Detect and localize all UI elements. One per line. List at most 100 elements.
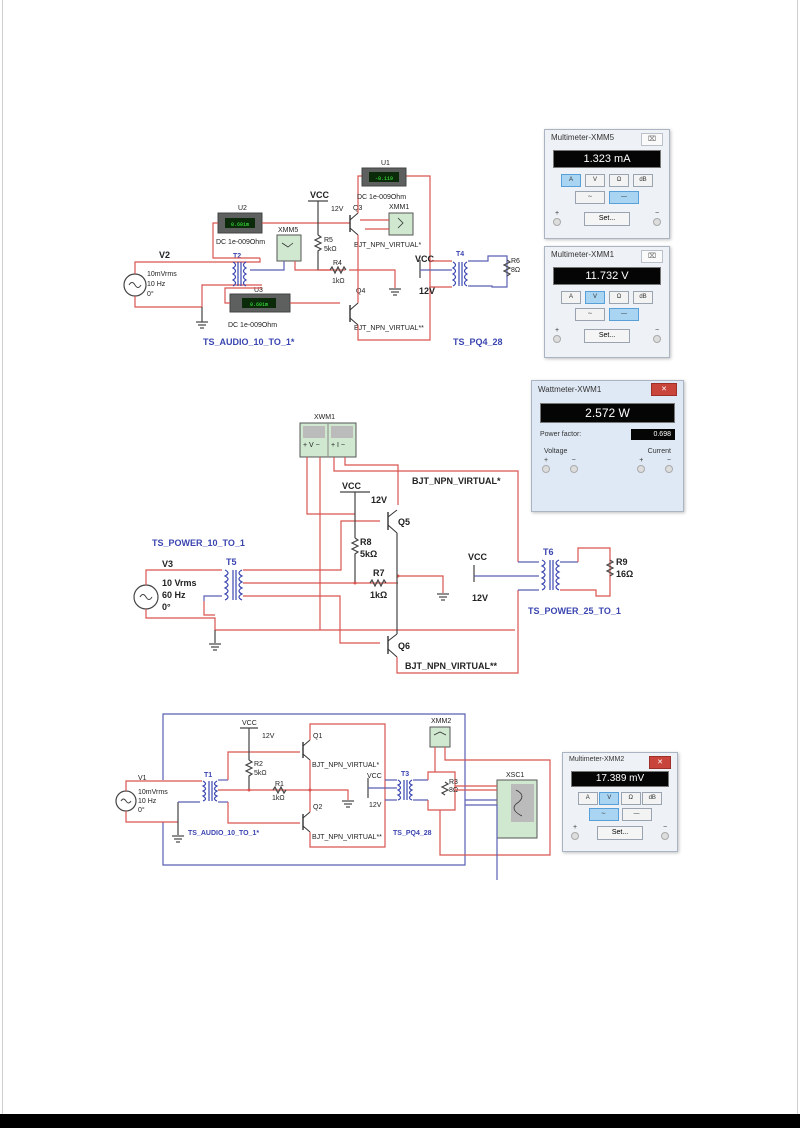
vcc-label-6: VCC bbox=[367, 773, 382, 780]
oscilloscope-xsc1-symbol[interactable] bbox=[496, 779, 538, 839]
mode-voltmeter-button[interactable]: V bbox=[599, 792, 620, 805]
vcc-label-5: VCC bbox=[242, 720, 257, 727]
transformer-t5[interactable] bbox=[223, 569, 244, 601]
wattmeter-xwm1-symbol[interactable] bbox=[299, 422, 357, 458]
transformer-t3[interactable] bbox=[396, 779, 414, 801]
transformer-t2[interactable] bbox=[231, 261, 248, 287]
ac-mode-button[interactable]: ∼ bbox=[588, 808, 619, 821]
r4-label: R4 bbox=[333, 260, 342, 267]
u3-spec: DC 1e-009Ohm bbox=[228, 322, 277, 329]
resistor-r6[interactable] bbox=[502, 259, 512, 277]
mode-db-button[interactable]: dB bbox=[642, 792, 663, 805]
mode-ammeter-button[interactable]: A bbox=[561, 174, 581, 187]
resistor-r4[interactable] bbox=[329, 265, 347, 275]
close-button[interactable]: ⌧ bbox=[641, 133, 663, 146]
v3-frequency: 60 Hz bbox=[162, 590, 186, 600]
voltage-label: Voltage bbox=[544, 448, 568, 455]
v1-phase: 0° bbox=[138, 806, 145, 814]
transformer-t6[interactable] bbox=[540, 559, 561, 591]
circuit-3: V1 10mVrms 10 Hz 0° T1 TS_AUDIO_10_TO_1*… bbox=[115, 713, 551, 880]
mode-ohmmeter-button[interactable]: Ω bbox=[609, 291, 629, 304]
v3-amplitude: 10 Vrms bbox=[162, 578, 197, 588]
close-button[interactable]: ✕ bbox=[649, 756, 671, 769]
current-negative-terminal[interactable]: − bbox=[664, 457, 673, 473]
negative-terminal[interactable]: − bbox=[653, 327, 661, 343]
transformer-t1[interactable] bbox=[201, 780, 219, 802]
resistor-r7[interactable] bbox=[369, 578, 387, 588]
mode-voltmeter-button[interactable]: V bbox=[585, 174, 605, 187]
multimeter-xmm2-symbol[interactable] bbox=[429, 726, 451, 748]
mode-ohmmeter-button[interactable]: Ω bbox=[609, 174, 629, 187]
page-edge-right bbox=[797, 0, 798, 1114]
multimeter-xmm1-window[interactable]: Multimeter-XMM1 ⌧ 11.732 V A V Ω dB ∼ — … bbox=[544, 246, 670, 358]
ac-source-v2[interactable] bbox=[123, 273, 147, 297]
v1-amplitude: 10mVrms bbox=[138, 789, 168, 796]
negative-terminal[interactable]: − bbox=[653, 210, 661, 226]
r5-value: 5kΩ bbox=[324, 246, 337, 253]
dc-mode-button[interactable]: — bbox=[621, 808, 652, 821]
transformer-t4[interactable] bbox=[451, 261, 469, 287]
mode-db-button[interactable]: dB bbox=[633, 174, 653, 187]
voltage-negative-terminal[interactable]: − bbox=[569, 457, 578, 473]
current-positive-terminal[interactable]: + bbox=[637, 457, 646, 473]
r1-label: R1 bbox=[275, 781, 284, 788]
multimeter-xmm2-window[interactable]: Multimeter-XMM2 ✕ 17.389 mV A V Ω dB ∼ —… bbox=[562, 752, 678, 852]
resistor-r1[interactable] bbox=[272, 785, 287, 795]
close-button[interactable]: ✕ bbox=[651, 383, 677, 396]
transistor-q1[interactable] bbox=[302, 739, 311, 761]
transistor-q3[interactable] bbox=[349, 212, 359, 236]
vcc-label-4: VCC bbox=[468, 552, 488, 562]
resistor-r3[interactable] bbox=[440, 781, 450, 796]
multimeter-xmm5-window[interactable]: Multimeter-XMM5 ⌧ 1.323 mA A V Ω dB ∼ — … bbox=[544, 129, 670, 239]
vcc-value-6: 12V bbox=[369, 802, 382, 809]
xwm1-v-terminals: + V − bbox=[303, 442, 320, 449]
q6-label: Q6 bbox=[398, 641, 410, 651]
t4-label: T4 bbox=[456, 251, 464, 258]
q6-model: BJT_NPN_VIRTUAL** bbox=[405, 661, 498, 671]
mode-ammeter-button[interactable]: A bbox=[577, 792, 598, 805]
u1-reading: -0.119 bbox=[375, 176, 393, 182]
resistor-r8[interactable] bbox=[350, 537, 360, 583]
settings-button[interactable]: Set... bbox=[584, 329, 630, 343]
ammeter-u1[interactable] bbox=[361, 167, 407, 187]
mode-ohmmeter-button[interactable]: Ω bbox=[620, 792, 641, 805]
settings-button[interactable]: Set... bbox=[584, 212, 630, 226]
circuit-2: V3 10 Vrms 60 Hz 0° TS_POWER_10_TO_1 T5 … bbox=[133, 414, 633, 674]
multimeter-xmm5-symbol[interactable] bbox=[276, 234, 302, 262]
positive-terminal[interactable]: + bbox=[553, 210, 561, 226]
resistor-r2[interactable] bbox=[244, 759, 254, 790]
meter-reading: 1.323 mA bbox=[553, 150, 661, 168]
negative-terminal[interactable]: − bbox=[661, 824, 669, 840]
ac-source-v1[interactable] bbox=[115, 790, 137, 812]
ground-icon bbox=[436, 593, 450, 601]
resistor-r5[interactable] bbox=[313, 234, 323, 270]
u2-spec: DC 1e-009Ohm bbox=[216, 239, 265, 246]
voltage-positive-terminal[interactable]: + bbox=[542, 457, 550, 473]
vcc-label-3: VCC bbox=[342, 481, 362, 491]
transistor-q5[interactable] bbox=[387, 509, 398, 534]
multimeter-xmm1-symbol[interactable] bbox=[388, 212, 414, 236]
transistor-q6[interactable] bbox=[387, 633, 398, 658]
mode-ammeter-button[interactable]: A bbox=[561, 291, 581, 304]
t6-model: TS_POWER_25_TO_1 bbox=[528, 606, 621, 616]
dc-mode-button[interactable]: — bbox=[609, 308, 639, 321]
ac-mode-button[interactable]: ∼ bbox=[575, 191, 605, 204]
wattmeter-xwm1-window[interactable]: Wattmeter-XWM1 ✕ 2.572 W Power factor: 0… bbox=[531, 380, 684, 512]
ac-source-v3[interactable] bbox=[133, 584, 159, 610]
mode-db-button[interactable]: dB bbox=[633, 291, 653, 304]
ground-icon bbox=[195, 321, 209, 329]
positive-terminal[interactable]: + bbox=[553, 327, 561, 343]
dc-mode-button[interactable]: — bbox=[609, 191, 639, 204]
transistor-q4[interactable] bbox=[349, 302, 359, 326]
settings-button[interactable]: Set... bbox=[597, 826, 643, 840]
positive-terminal[interactable]: + bbox=[571, 824, 579, 840]
q2-label: Q2 bbox=[313, 804, 322, 811]
vcc-value-3: 12V bbox=[371, 495, 387, 505]
transistor-q2[interactable] bbox=[302, 811, 311, 833]
ac-mode-button[interactable]: ∼ bbox=[575, 308, 605, 321]
resistor-r9[interactable] bbox=[605, 559, 615, 577]
close-button[interactable]: ⌧ bbox=[641, 250, 663, 263]
xmm1-label: XMM1 bbox=[389, 204, 409, 211]
mode-voltmeter-button[interactable]: V bbox=[585, 291, 605, 304]
